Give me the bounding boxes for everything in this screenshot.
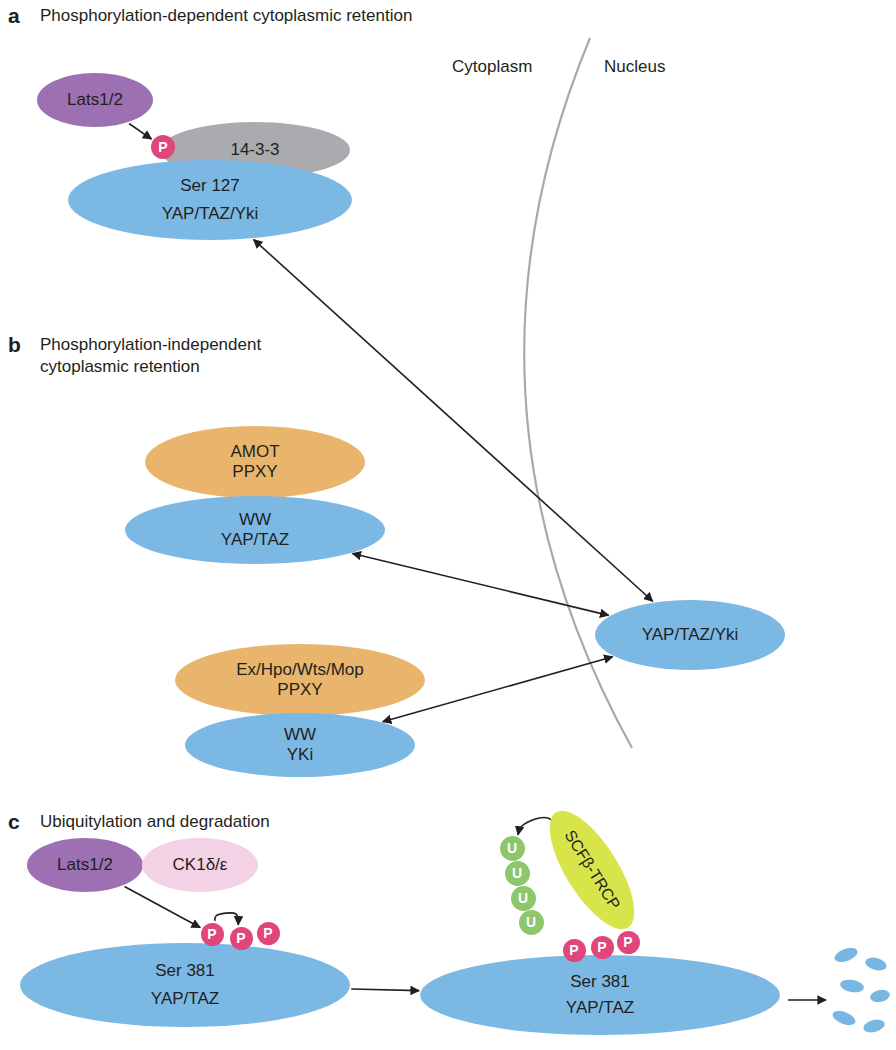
- phospho-circle: P: [151, 135, 175, 159]
- symbol-letter: U: [512, 866, 522, 880]
- symbol-letter: P: [263, 926, 272, 940]
- compartment-label: Cytoplasm: [452, 56, 532, 78]
- degraded-fragments: [831, 945, 891, 1034]
- arrow-connector: [215, 913, 238, 925]
- phospho-circle: P: [591, 936, 614, 959]
- symbol-letter: P: [158, 140, 167, 154]
- symbol-letter: P: [569, 943, 578, 957]
- shape-fill: [617, 931, 640, 954]
- ubiquitin-circle: U: [500, 836, 525, 861]
- shape-fill: [201, 923, 224, 946]
- shape-fill: [125, 496, 385, 564]
- ubiquitin-circle: U: [511, 886, 536, 911]
- shape-outline: [20, 943, 350, 1027]
- node-text: Ser 381: [570, 972, 630, 992]
- shape-fill: [175, 644, 425, 716]
- ubiquitin-circle: U: [505, 861, 530, 886]
- fragment: [833, 945, 860, 964]
- kinase-ellipse: CK1δ/ε: [142, 838, 258, 892]
- shape-fill: [505, 861, 530, 886]
- shape-fill: [20, 943, 350, 1027]
- shape-fill: [591, 936, 614, 959]
- panel-heading: Ubiquitylation and degradation: [40, 811, 270, 833]
- fragment: [839, 978, 865, 994]
- symbol-letter: U: [518, 891, 528, 905]
- phospho-circle: P: [617, 931, 640, 954]
- panel-letter: a: [8, 2, 20, 29]
- panel-letter: c: [8, 808, 20, 835]
- node-text: 14-3-3: [230, 140, 279, 160]
- node-text: YAP/TAZ: [566, 998, 634, 1018]
- shape-fill: [142, 838, 258, 892]
- phospho-circle: P: [230, 927, 253, 950]
- shape-fill: [68, 160, 352, 240]
- arrow-connector: [124, 886, 200, 927]
- shape-fill: [37, 73, 153, 127]
- symbol-letter: P: [623, 935, 632, 949]
- shape-fill: [27, 838, 143, 892]
- panel-letter: b: [8, 331, 21, 358]
- degradation-arrow: [788, 999, 826, 1001]
- node-text: YAP/TAZ/Yki: [642, 625, 739, 645]
- arrow-connector: [352, 554, 608, 616]
- symbol-letter: P: [236, 931, 245, 945]
- shape-fill: [257, 922, 280, 945]
- shape-fill: [145, 426, 365, 498]
- arrow-connector: [129, 124, 151, 140]
- node-text: AMOT PPXY: [224, 442, 286, 481]
- symbol-letter: U: [526, 915, 536, 929]
- panel-heading: Phosphorylation-independent cytoplasmic …: [40, 334, 340, 378]
- shape-fill: [511, 886, 536, 911]
- symbol-letter: P: [597, 940, 606, 954]
- node-text: CK1δ/ε: [173, 855, 228, 875]
- kinase-ellipse: Lats1/2: [27, 838, 143, 892]
- node-text: YAP/TAZ/Yki: [162, 204, 259, 224]
- shape-fill: [595, 600, 785, 670]
- ligase-ellipse: SCFβ-TRCP: [534, 799, 650, 942]
- shape-fill: [420, 955, 780, 1035]
- node-text: Ser 127: [180, 176, 240, 196]
- phospho-circle: P: [257, 922, 280, 945]
- shape-fill: [151, 135, 175, 159]
- node-text: Lats1/2: [67, 90, 123, 110]
- shape-outline: [420, 955, 780, 1035]
- fragment: [862, 1017, 886, 1034]
- node-text: YAP/TAZ: [151, 989, 219, 1009]
- protein-ellipse: Ser 381YAP/TAZ: [20, 943, 350, 1027]
- node-text: Lats1/2: [57, 855, 113, 875]
- fragment: [864, 955, 888, 972]
- shape-fill: [563, 939, 586, 962]
- protein-ellipse: Ser 381YAP/TAZ: [420, 955, 780, 1035]
- ubiquitin-circle: U: [519, 910, 544, 935]
- node-text: WW YAP/TAZ: [209, 510, 301, 549]
- shape-fill: [500, 836, 525, 861]
- compartment-label: Nucleus: [604, 56, 665, 78]
- node-text: Ex/Hpo/Wts/Mop PPXY: [220, 660, 380, 699]
- symbol-letter: U: [507, 841, 517, 855]
- phospho-circle: P: [563, 939, 586, 962]
- symbol-letter: P: [207, 927, 216, 941]
- shape-fill: [534, 799, 650, 942]
- protein-ellipse: WW YAP/TAZ: [125, 496, 385, 564]
- shape-fill: [185, 713, 415, 777]
- protein-ellipse: WW YKi: [185, 713, 415, 777]
- binding-protein-ellipse: AMOT PPXY: [145, 426, 365, 498]
- shape-outline: [68, 160, 352, 240]
- protein-ellipse: Ser 127YAP/TAZ/Yki: [68, 160, 352, 240]
- phospho-circle: P: [201, 923, 224, 946]
- shape-fill: [519, 910, 544, 935]
- panel-heading: Phosphorylation-dependent cytoplasmic re…: [40, 5, 412, 27]
- fragment: [831, 1008, 858, 1028]
- node-text: WW YKi: [269, 725, 331, 764]
- kinase-ellipse: Lats1/2: [37, 73, 153, 127]
- protein-ellipse: YAP/TAZ/Yki: [595, 600, 785, 670]
- fragment: [869, 988, 891, 1004]
- binding-protein-ellipse: Ex/Hpo/Wts/Mop PPXY: [175, 644, 425, 716]
- shape-fill: [230, 927, 253, 950]
- node-text: Ser 381: [155, 961, 215, 981]
- arrow-connector: [351, 989, 419, 991]
